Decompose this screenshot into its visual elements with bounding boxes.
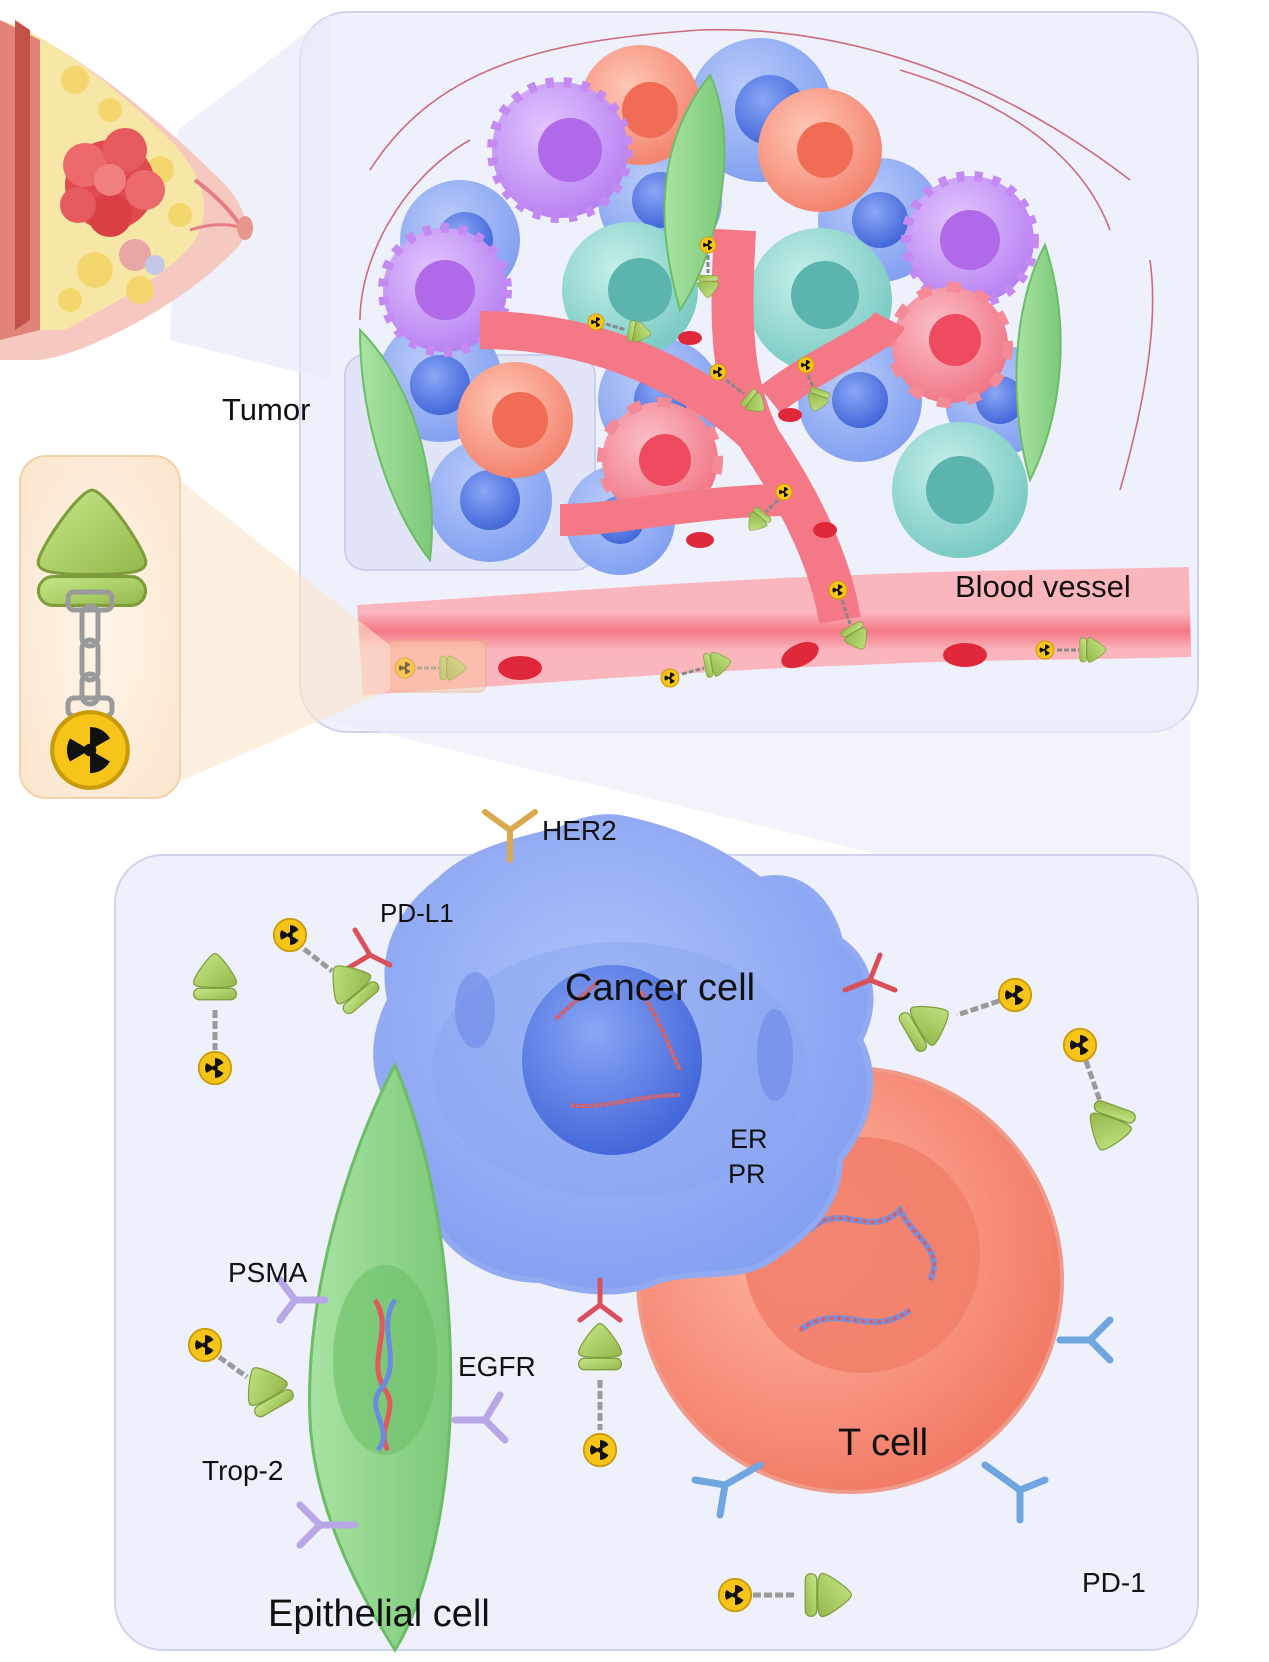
label-blood-vessel: Blood vessel bbox=[955, 569, 1131, 604]
label-cancer-cell: Cancer cell bbox=[565, 967, 755, 1009]
purple-spiky-cell bbox=[378, 77, 1039, 357]
label-her2: HER2 bbox=[542, 815, 617, 846]
epithelial-cell bbox=[308, 1061, 453, 1653]
red-blood-cell bbox=[498, 331, 987, 680]
tumor-cell-cluster bbox=[358, 28, 1154, 575]
psma-receptor bbox=[276, 1276, 329, 1324]
receptor-group bbox=[276, 809, 1114, 1549]
label-pd-l1: PD-L1 bbox=[380, 898, 454, 928]
her2-receptor bbox=[482, 809, 538, 863]
radioconjugate-small-group bbox=[394, 236, 1107, 688]
conjugate-zoom-marker bbox=[387, 639, 487, 693]
label-er: ER bbox=[730, 1124, 768, 1154]
label-t-cell: T cell bbox=[838, 1422, 928, 1464]
conjugate-zoom-panel bbox=[19, 455, 390, 799]
fibroblast-cell bbox=[358, 73, 1062, 563]
blood-vessel-network bbox=[357, 228, 1192, 695]
label-layer: Tumor Blood vessel HER2 PD-L1 Cancer cel… bbox=[202, 392, 1146, 1635]
egfr-receptor bbox=[451, 1391, 509, 1444]
breast-illustration bbox=[0, 20, 253, 360]
cancer-cell bbox=[373, 814, 874, 1295]
pd-1-receptor bbox=[1056, 1316, 1114, 1364]
label-egfr: EGFR bbox=[458, 1351, 536, 1382]
radioconjugate-large-group bbox=[187, 917, 1138, 1618]
label-pd-1: PD-1 bbox=[1082, 1567, 1146, 1598]
tumor-mass bbox=[60, 128, 165, 237]
label-trop2: Trop-2 bbox=[202, 1455, 283, 1486]
label-pr: PR bbox=[728, 1159, 766, 1189]
trop2-receptor bbox=[296, 1501, 359, 1549]
radiation-icon bbox=[52, 712, 128, 788]
label-epithelial-cell: Epithelial cell bbox=[268, 1593, 490, 1635]
label-psma: PSMA bbox=[228, 1257, 308, 1288]
label-tumor: Tumor bbox=[222, 392, 310, 427]
